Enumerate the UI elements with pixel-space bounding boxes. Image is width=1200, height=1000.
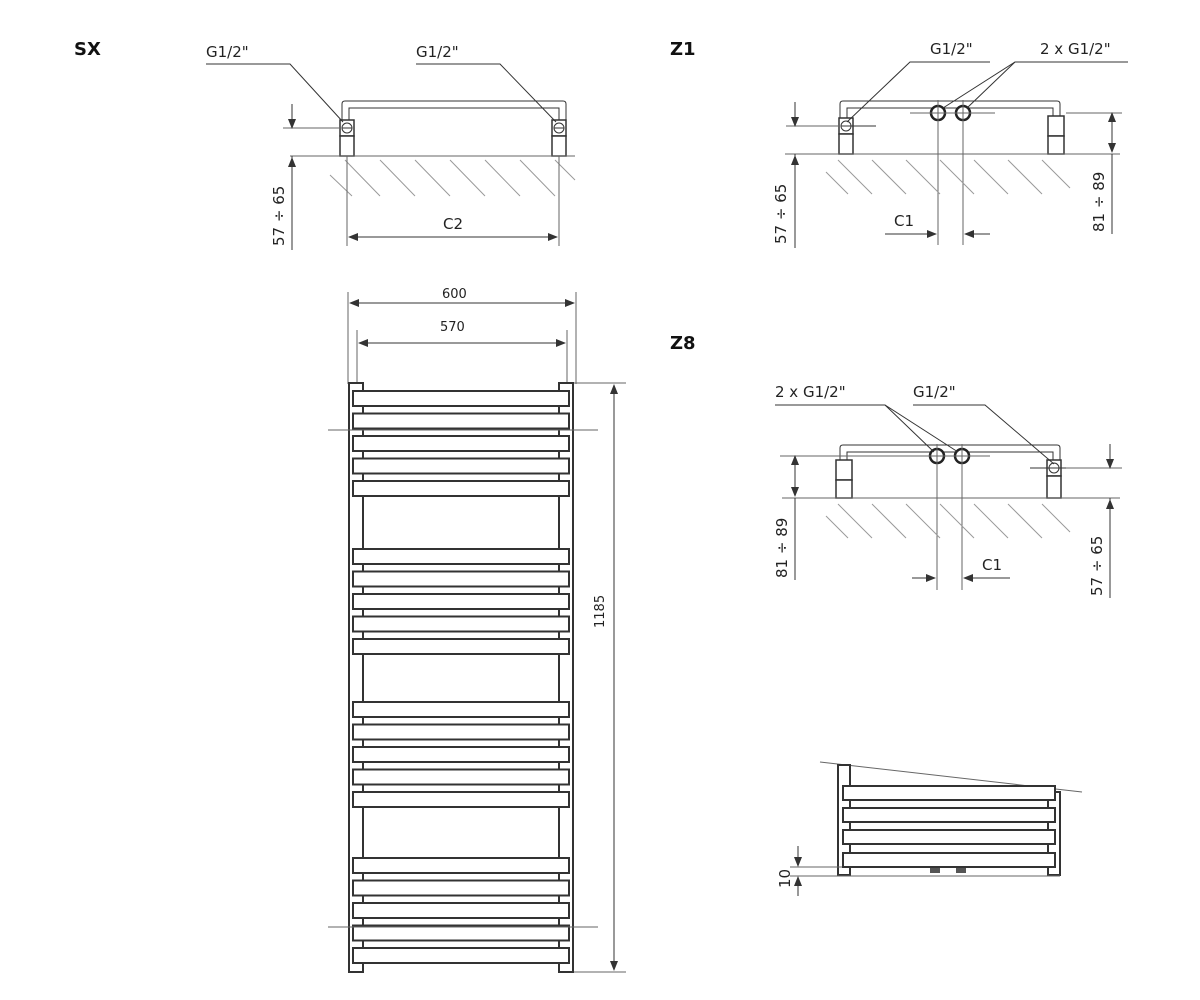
front-bar bbox=[352, 924, 570, 942]
sx-view: SX G1/2" G1/2" 57 ÷ 65 bbox=[74, 39, 576, 250]
front-bar bbox=[352, 701, 570, 718]
sx-title: SX bbox=[74, 39, 101, 60]
z8-port-double-label: 2 x G1/2" bbox=[775, 383, 846, 401]
sx-spacing-dim: C2 bbox=[443, 215, 463, 233]
side-view: 10 bbox=[776, 761, 1083, 896]
front-bar bbox=[352, 593, 570, 610]
front-bar bbox=[352, 902, 570, 919]
z8-left-dim: 81 ÷ 89 bbox=[773, 518, 791, 578]
front-right-post bbox=[558, 382, 574, 973]
front-bar bbox=[352, 638, 570, 655]
front-bars bbox=[352, 390, 570, 964]
z8-right-dim: 57 ÷ 65 bbox=[1088, 536, 1106, 596]
front-width-outer-dim: 600 bbox=[442, 287, 467, 302]
front-view: 600 570 1185 bbox=[328, 287, 626, 973]
front-height-dim: 1185 bbox=[593, 595, 608, 628]
front-bar bbox=[352, 435, 570, 452]
z1-left-dim: 57 ÷ 65 bbox=[772, 184, 790, 244]
front-bar bbox=[352, 548, 570, 565]
sx-port-left-label: G1/2" bbox=[206, 43, 249, 61]
front-bar bbox=[352, 791, 570, 808]
front-bar bbox=[352, 857, 570, 874]
front-bar bbox=[352, 879, 570, 897]
z1-right-dim: 81 ÷ 89 bbox=[1090, 172, 1108, 232]
z1-wall-hatch bbox=[825, 159, 1071, 195]
front-width-inner-dim: 570 bbox=[440, 320, 465, 335]
sx-wall-hatch bbox=[329, 159, 576, 197]
z8-spacing-dim: C1 bbox=[982, 556, 1002, 574]
side-gap-dim: 10 bbox=[776, 869, 794, 888]
front-bar bbox=[352, 746, 570, 763]
front-bar bbox=[352, 480, 570, 497]
z1-view: Z1 G1/2" 2 x G1/2" 57 ÷ 65 bbox=[670, 39, 1128, 248]
z8-view: Z8 2 x G1/2" G1/2" 81 ÷ 89 bbox=[670, 333, 1122, 598]
front-bar bbox=[352, 390, 570, 407]
front-bar bbox=[352, 947, 570, 964]
front-bar bbox=[352, 723, 570, 741]
front-left-post bbox=[348, 382, 364, 973]
front-bar bbox=[352, 412, 570, 430]
z1-title: Z1 bbox=[670, 39, 696, 60]
z8-port-single-label: G1/2" bbox=[913, 383, 956, 401]
sx-port-right-label: G1/2" bbox=[416, 43, 459, 61]
z1-port-double-label: 2 x G1/2" bbox=[1040, 40, 1111, 58]
z1-port-single-label: G1/2" bbox=[930, 40, 973, 58]
front-bar bbox=[352, 570, 570, 588]
sx-height-dim: 57 ÷ 65 bbox=[270, 186, 288, 246]
z1-spacing-dim: C1 bbox=[894, 212, 914, 230]
front-bar bbox=[352, 768, 570, 786]
z8-title: Z8 bbox=[670, 333, 696, 354]
front-bar bbox=[352, 457, 570, 475]
z8-wall-hatch bbox=[825, 503, 1071, 539]
front-bar bbox=[352, 615, 570, 633]
